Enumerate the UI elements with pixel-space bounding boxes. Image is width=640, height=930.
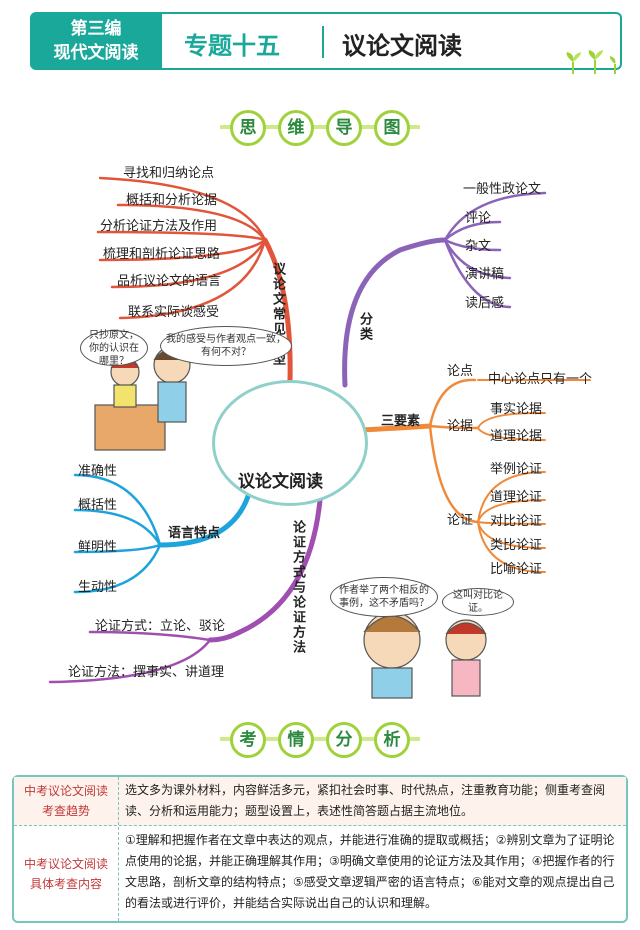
section-title-char: 维 <box>278 110 314 146</box>
evidence-label: 论据 <box>447 419 474 434</box>
question-type-item: 概括和分析论据 <box>126 193 218 208</box>
argument-label: 论点 <box>447 364 474 379</box>
question-type-item: 寻找和归纳论点 <box>123 166 215 181</box>
speech-bubble-right-small: 这叫对比论证。 <box>442 588 514 616</box>
proof-item: 对比论证 <box>490 514 543 529</box>
language-item: 生动性 <box>78 580 118 595</box>
category-item: 一般性政论文 <box>463 182 542 197</box>
question-type-item: 分析论证方法及作用 <box>100 219 218 234</box>
topic-divider <box>322 26 324 58</box>
table-row: 中考议论文阅读 考查趋势 选文多为课外材料，内容鲜活多元，紧扣社会时事、时代热点… <box>14 777 626 826</box>
language-label: 语言特点 <box>168 526 221 541</box>
speech-bubble-left-big: 我的感受与作者观点一致，有何不对？ <box>160 326 292 366</box>
question-types-branch-lines <box>96 176 293 383</box>
category-item: 读后感 <box>465 296 505 311</box>
proof-item: 比喻论证 <box>490 562 543 577</box>
mindmap-section-title: 思 维 导 图 <box>220 110 420 146</box>
row-header-line: 考查趋势 <box>41 804 90 818</box>
method-item: 论证方式：立论、驳论 <box>95 619 226 634</box>
center-bubble <box>212 380 368 506</box>
section-title-char: 考 <box>230 722 266 758</box>
student-pair-illustration-right <box>363 611 487 699</box>
section-title-char: 思 <box>230 110 266 146</box>
analysis-section-title: 考 情 分 析 <box>220 722 420 758</box>
section-title-char: 情 <box>278 722 314 758</box>
analysis-table: 中考议论文阅读 考查趋势 选文多为课外材料，内容鲜活多元，紧扣社会时事、时代热点… <box>12 775 628 923</box>
language-item: 概括性 <box>78 498 118 513</box>
categories-label: 分类 <box>357 312 372 342</box>
topic-number: 专题十五 <box>184 32 280 60</box>
sprout-decoration-icon <box>566 50 616 74</box>
language-item: 鲜明性 <box>78 540 118 555</box>
chapter-line1: 第三编 <box>70 19 122 39</box>
section-title-char: 析 <box>374 722 410 758</box>
row-header-line: 中考议论文阅读 <box>23 857 108 871</box>
category-item: 评论 <box>465 211 492 226</box>
row-header-line: 具体考查内容 <box>29 877 102 891</box>
row-header-line: 中考议论文阅读 <box>23 784 108 798</box>
proof-item: 类比论证 <box>490 538 543 553</box>
question-type-item: 联系实际谈感受 <box>128 305 220 320</box>
proof-label: 论证 <box>447 513 474 528</box>
question-type-item: 梳理和剖析论证思路 <box>103 247 221 262</box>
row-body: 选文多为课外材料，内容鲜活多元，紧扣社会时事、时代热点，注重教育功能；侧重考查阅… <box>118 777 626 825</box>
section-title-char: 分 <box>326 722 362 758</box>
method-item: 论证方法：摆事实、讲道理 <box>68 665 225 680</box>
category-item: 杂文 <box>465 239 492 254</box>
categories-branch-lines <box>342 191 547 388</box>
methods-branch-lines <box>48 497 323 684</box>
mindmap-center: 议论文阅读 <box>238 472 323 492</box>
row-header: 中考议论文阅读 考查趋势 <box>14 777 118 825</box>
row-header: 中考议论文阅读 具体考查内容 <box>14 827 118 921</box>
page-header: 第三编 现代文阅读 专题十五 议论文阅读 <box>0 0 640 80</box>
three-elements-branch-lines <box>357 378 591 573</box>
chapter-badge: 第三编 现代文阅读 <box>30 12 162 70</box>
speech-bubble-left-small: 只抄原文，你的认识在哪里？ <box>80 330 148 367</box>
language-branch-lines <box>73 473 253 594</box>
table-row: 中考议论文阅读 具体考查内容 ①理解和把握作者在文章中表达的观点，并能进行准确的… <box>14 827 626 921</box>
language-item: 准确性 <box>78 464 118 479</box>
chapter-line2: 现代文阅读 <box>53 43 139 63</box>
section-title-char: 导 <box>326 110 362 146</box>
page-title: 议论文阅读 <box>342 32 462 60</box>
proof-item: 道理论证 <box>490 490 543 505</box>
question-type-item: 品析议论文的语言 <box>117 274 222 289</box>
three-elements-label: 三要素 <box>381 414 421 429</box>
category-item: 演讲稿 <box>465 267 505 282</box>
methods-label: 论证方式与论证方法 <box>290 520 305 655</box>
speech-bubble-right-big: 作者举了两个相反的事例，这不矛盾吗？ <box>330 577 438 617</box>
section-title-char: 图 <box>374 110 410 146</box>
row-body: ①理解和把握作者在文章中表达的观点，并能进行准确的提取或概括；②辨别文章为了证明… <box>118 827 626 921</box>
teacher-student-illustration-left <box>94 346 191 451</box>
argument-item: 中心论点只有一个 <box>488 372 593 387</box>
topic-box: 专题十五 议论文阅读 <box>162 12 622 70</box>
evidence-item: 道理论据 <box>490 429 543 444</box>
evidence-item: 事实论据 <box>490 402 543 417</box>
proof-item: 举例论证 <box>490 462 543 477</box>
